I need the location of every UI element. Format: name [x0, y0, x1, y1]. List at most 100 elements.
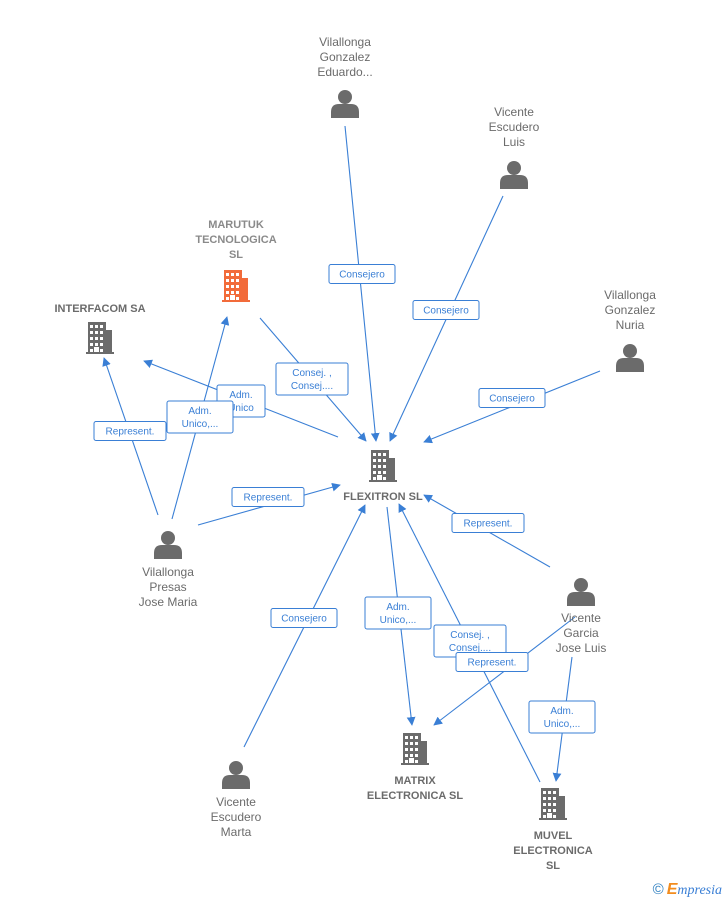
edge-label-text: Unico,...: [380, 615, 417, 626]
node-label: Vicente: [494, 105, 534, 119]
building-icon: [401, 733, 429, 765]
relationship-edge[interactable]: Consej. ,Consej....: [259, 317, 367, 442]
edge-label-text: Represent.: [464, 519, 513, 530]
edge-label-box[interactable]: Represent.: [231, 487, 305, 507]
edge-label-text: Consejero: [281, 614, 327, 625]
node-label: Gonzalez: [320, 50, 371, 64]
node-label: Escudero: [489, 120, 540, 134]
node-label: Luis: [503, 135, 525, 149]
edge-label-text: Adm.: [386, 602, 409, 613]
edge-label-background: [455, 652, 529, 672]
person-icon: [222, 761, 250, 789]
edge-label-text: Consejero: [489, 394, 535, 405]
relationship-edge[interactable]: Represent.: [433, 616, 576, 726]
node-label: Vicente: [216, 795, 256, 809]
edge-label-background: [166, 400, 234, 434]
node-flexitron[interactable]: FLEXITRON SL: [343, 450, 423, 503]
relationship-edge[interactable]: Adm.Unico,...: [166, 316, 234, 520]
edge-label-text: Consej....: [291, 381, 333, 392]
edge-label-box[interactable]: Consejero: [412, 300, 480, 320]
edge-label-background: [231, 487, 305, 507]
edge-label-text: Unico,...: [182, 419, 219, 430]
person-icon: [567, 578, 595, 606]
node-muvel[interactable]: MUVEL ELECTRONICA SL: [513, 788, 593, 872]
edge-label-background: [364, 596, 432, 630]
node-label: MARUTUK: [208, 219, 264, 231]
edge-label-text: Unico,...: [544, 719, 581, 730]
edge-label-box[interactable]: Consej. ,Consej....: [275, 362, 349, 396]
edge-label-box[interactable]: Represent.: [451, 513, 525, 533]
node-label: ELECTRONICA: [513, 845, 593, 857]
edge-label-box[interactable]: Consejero: [328, 264, 396, 284]
node-label: Nuria: [616, 318, 645, 332]
node-label: TECNOLOGICA: [195, 234, 276, 246]
relationship-edge[interactable]: Adm.Unico,...: [528, 656, 596, 782]
edge-label-box[interactable]: Represent.: [455, 652, 529, 672]
relationship-edge[interactable]: Consejero: [389, 195, 504, 442]
person-icon: [616, 344, 644, 372]
relationship-edge[interactable]: Consej. ,Consej....: [398, 503, 541, 783]
relationship-edge[interactable]: Consejero: [328, 125, 396, 442]
node-label: Vicente: [561, 611, 601, 625]
person-icon: [500, 161, 528, 189]
node-label: FLEXITRON SL: [343, 491, 423, 503]
edge-label-background: [328, 264, 396, 284]
node-label: Jose Maria: [139, 595, 198, 609]
node-label: Jose Luis: [556, 641, 607, 655]
edge-label-box[interactable]: Adm.Unico,...: [166, 400, 234, 434]
edge-label-text: Consejero: [423, 306, 469, 317]
person-icon: [154, 531, 182, 559]
person-icon: [331, 90, 359, 118]
edge-label-background: [478, 388, 546, 408]
edge-label-box[interactable]: Consejero: [478, 388, 546, 408]
edge-label-text: Adm.: [229, 390, 252, 401]
edge-label-box[interactable]: Represent.: [93, 421, 167, 441]
node-label: Marta: [221, 825, 252, 839]
edge-label-background: [451, 513, 525, 533]
edge-label-background: [270, 608, 338, 628]
building-icon: [369, 450, 397, 482]
node-label: MUVEL: [534, 830, 573, 842]
relationship-edge[interactable]: Represent.: [197, 482, 341, 526]
node-label: SL: [546, 860, 560, 872]
edge-label-text: Consej. ,: [450, 630, 489, 641]
node-label: Vilallonga: [319, 35, 371, 49]
building-icon: [539, 788, 567, 820]
node-label: Presas: [149, 580, 186, 594]
relationship-edge[interactable]: Consejero: [423, 370, 601, 444]
edge-label-text: Represent.: [468, 658, 517, 669]
node-label: Gonzalez: [605, 303, 656, 317]
relationship-edge[interactable]: Adm. Unico,...: [364, 506, 432, 726]
edge-label-background: [412, 300, 480, 320]
edge-label-box[interactable]: Adm.Unico,...: [528, 700, 596, 734]
node-interfacom[interactable]: INTERFACOM SA: [54, 303, 146, 354]
edge-label-text: Unico: [228, 403, 254, 414]
brand-name: mpresia: [677, 883, 722, 898]
edge-label-box[interactable]: Consejero: [270, 608, 338, 628]
nodes-layer: VilallongaGonzalezEduardo...VicenteEscud…: [54, 35, 656, 872]
edge-label-background: [275, 362, 349, 396]
relationship-edge[interactable]: Represent.: [93, 357, 167, 516]
node-vil-eduardo[interactable]: VilallongaGonzalezEduardo...: [317, 35, 373, 118]
relationship-edge[interactable]: Represent.: [423, 494, 551, 568]
edge-label-text: Represent.: [106, 427, 155, 438]
node-label: MATRIX: [394, 775, 436, 787]
building-icon: [222, 270, 250, 302]
relationship-edge[interactable]: Consejero: [243, 504, 366, 748]
node-label: INTERFACOM SA: [54, 303, 145, 315]
node-label: Escudero: [211, 810, 262, 824]
edge-label-box[interactable]: Adm. Unico,...: [364, 596, 432, 630]
edge-label-text: Consejero: [339, 270, 385, 281]
node-label: Garcia: [563, 626, 599, 640]
node-label: Vilallonga: [604, 288, 656, 302]
copyright-symbol: ©: [652, 881, 664, 898]
